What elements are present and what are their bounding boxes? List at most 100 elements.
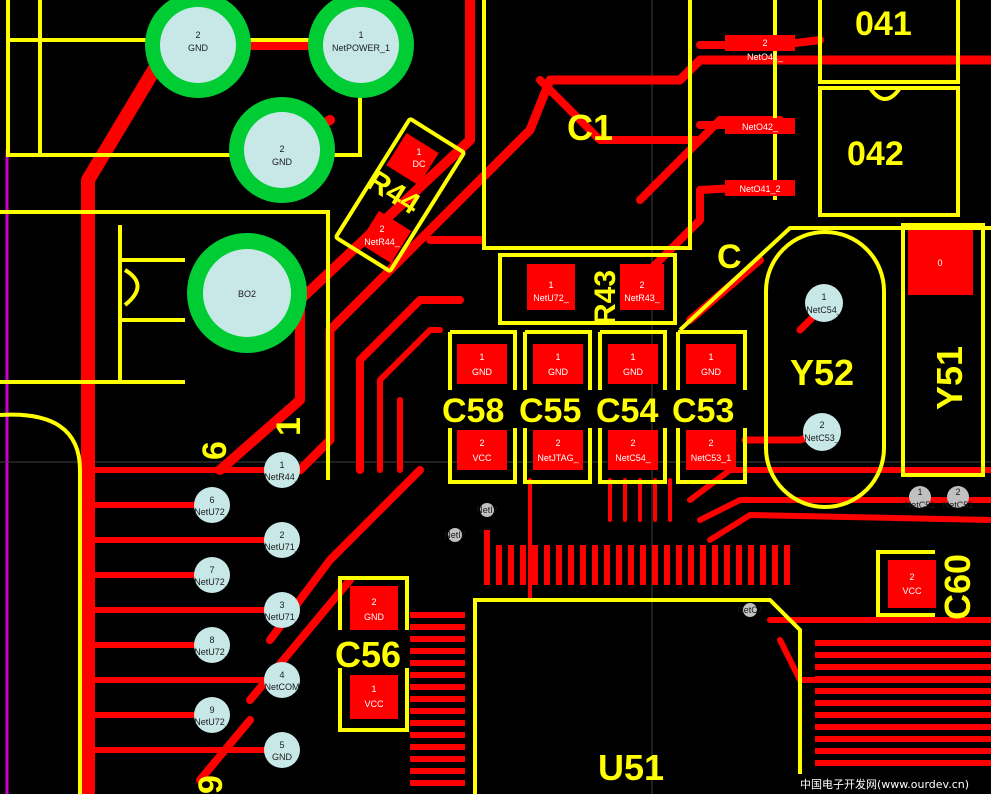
svg-text:2: 2: [479, 438, 484, 448]
svg-text:1: 1: [630, 352, 635, 362]
svg-text:GND: GND: [472, 367, 493, 377]
smd-pad-r43-2[interactable]: 2 NetR43_: [620, 264, 664, 310]
connector-pin-num: 9: [209, 705, 214, 715]
connector-pin-num: 5: [279, 740, 284, 750]
svg-text:NetI7: NetI7: [444, 530, 466, 540]
th-pad-gnd-top-left[interactable]: 2 GND: [145, 0, 251, 98]
connector-pin-num: 4: [279, 670, 284, 680]
smd-pad-c58-1[interactable]: 1 GND: [457, 344, 507, 384]
svg-text:1: 1: [555, 352, 560, 362]
svg-text:BO2: BO2: [238, 289, 256, 299]
designator-y51: Y51: [929, 346, 970, 410]
svg-text:1: 1: [479, 352, 484, 362]
designator-c56: C56: [335, 634, 401, 675]
svg-text:NetJTAG_: NetJTAG_: [537, 453, 579, 463]
smd-pad-r44-1[interactable]: [386, 132, 439, 186]
svg-text:GND: GND: [364, 612, 385, 622]
connector-pin-net: NetR44_: [264, 472, 301, 482]
smd-pad-c58-2[interactable]: 2 VCC: [457, 430, 507, 470]
smd-pad-top-net-b[interactable]: NetO42_: [725, 118, 795, 134]
smd-pad-c56-1[interactable]: 1 VCC: [350, 675, 398, 719]
svg-text:NetO42_: NetO42_: [742, 122, 779, 132]
designator-041: 041: [855, 5, 912, 43]
smd-pad-c53-2[interactable]: 2 NetC53_1: [686, 430, 736, 470]
via-netc51-2[interactable]: 2 NetC51: [943, 486, 974, 510]
pin-number-1: 1: [270, 417, 308, 436]
connector-pins: 1NetR44_6NetU72_2NetU71_7NetU72_3NetU71_…: [194, 452, 301, 768]
pin-number-9: 9: [192, 775, 230, 794]
via-netc7[interactable]: NetC7: [737, 603, 763, 617]
smd-pad-y51[interactable]: 0: [908, 230, 973, 295]
r44-2-num: 2: [379, 224, 384, 234]
designator-c53: C53: [672, 392, 734, 430]
svg-text:VCC: VCC: [472, 453, 492, 463]
smd-pad-c53-1[interactable]: 1 GND: [686, 344, 736, 384]
svg-text:NetC53_1: NetC53_1: [691, 453, 732, 463]
smd-pad-top-net-a[interactable]: 2 NetO41_: [725, 35, 795, 62]
svg-text:NetC54_: NetC54_: [615, 453, 652, 463]
connector-pin-net: NetU72_: [194, 507, 231, 517]
svg-text:NetI7: NetI7: [476, 505, 498, 515]
th-pad-gnd-mid[interactable]: 2 GND: [229, 97, 335, 203]
smd-pad-c54-2[interactable]: 2 NetC54_: [608, 430, 658, 470]
svg-text:NetR43_: NetR43_: [624, 293, 661, 303]
connector-pin-net: NetU72_: [194, 647, 231, 657]
y52-pad-1[interactable]: 1 NetC54_: [805, 284, 843, 322]
svg-text:0: 0: [937, 258, 942, 268]
smd-pad-c55-2[interactable]: 2 NetJTAG_: [533, 430, 583, 470]
connector-pin-num: 7: [209, 565, 214, 575]
svg-text:2: 2: [909, 572, 914, 582]
designator-042: 042: [847, 135, 904, 173]
svg-text:1: 1: [708, 352, 713, 362]
via-neti7-2[interactable]: NetI7: [444, 528, 466, 542]
designator-c55: C55: [519, 392, 581, 430]
svg-text:NetC51: NetC51: [905, 500, 936, 510]
designator-y52: Y52: [790, 352, 854, 393]
svg-text:VCC: VCC: [902, 586, 922, 596]
y52-pad-2[interactable]: 2 NetC53_: [803, 413, 841, 451]
th-pad-netpower[interactable]: 1 NetPOWER_1: [308, 0, 414, 98]
designator-u51: U51: [598, 747, 664, 788]
svg-text:GND: GND: [701, 367, 722, 377]
smd-pad-top-net-c[interactable]: NetO41_2: [725, 180, 795, 196]
r44-1-net: DC: [413, 159, 426, 169]
svg-text:NetPOWER_1: NetPOWER_1: [332, 43, 390, 53]
svg-text:1: 1: [371, 684, 376, 694]
u51-right-pins: [815, 640, 991, 766]
connector-pin-net: NetU72_: [194, 717, 231, 727]
smd-pad-c60-2[interactable]: 2 VCC: [888, 560, 936, 608]
smd-pad-c56-2[interactable]: 2 GND: [350, 586, 398, 630]
connector-pin-net: NetU71_: [264, 612, 301, 622]
svg-text:NetU72_: NetU72_: [533, 293, 570, 303]
svg-text:GND: GND: [188, 43, 209, 53]
svg-text:NetC7: NetC7: [737, 605, 763, 615]
svg-text:NetC54_: NetC54_: [806, 305, 843, 315]
svg-text:GND: GND: [548, 367, 569, 377]
svg-text:NetO41_: NetO41_: [747, 52, 784, 62]
smd-pad-r43-1[interactable]: 1 NetU72_: [527, 264, 575, 310]
svg-text:1: 1: [358, 30, 363, 40]
smd-pad-c54-1[interactable]: 1 GND: [608, 344, 658, 384]
svg-text:2: 2: [630, 438, 635, 448]
via-netc51-1[interactable]: 1 NetC51: [905, 486, 936, 510]
smd-pad-c55-1[interactable]: 1 GND: [533, 344, 583, 384]
th-pad-bo2[interactable]: BO2: [187, 233, 307, 353]
u51-left-pins: [410, 612, 465, 786]
u51-top-pins: [484, 530, 790, 585]
pin-number-6: 6: [196, 441, 234, 460]
via-neti7-1[interactable]: NetI7: [476, 503, 498, 517]
smd-pad-r44-2[interactable]: [358, 210, 412, 264]
connector-pin-num: 8: [209, 635, 214, 645]
svg-text:2: 2: [279, 144, 284, 154]
